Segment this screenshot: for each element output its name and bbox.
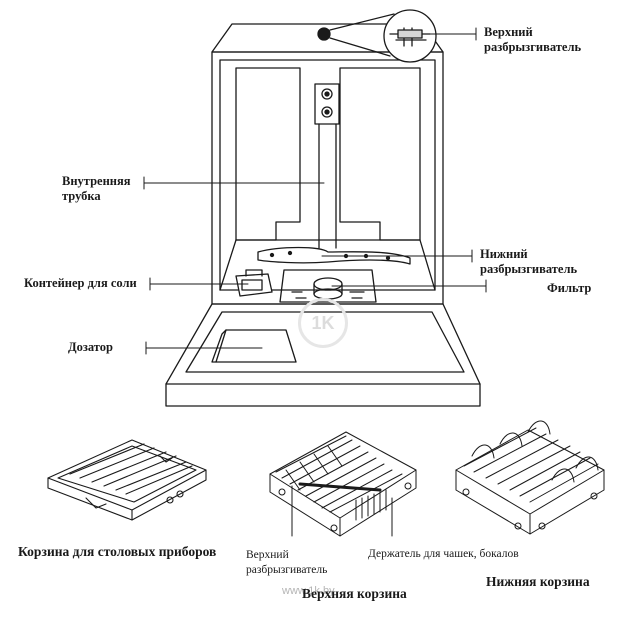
label-upper-sprayer-line1: Верхний [484, 25, 533, 39]
label-cup-holder: Держатель для чашек, бокалов [368, 548, 519, 560]
lower-basket-drawing [455, 420, 605, 535]
upper-sprayer [317, 9, 437, 63]
label-upper-sprayer-basket-line1: Верхний [246, 549, 289, 561]
door [165, 303, 481, 407]
label-upper-sprayer-basket-line2: разбрызгиватель [246, 564, 328, 576]
label-upper-sprayer-basket: Верхний разбрызгиватель [246, 548, 327, 578]
label-upper-sprayer: Верхний разбрызгиватель [484, 25, 581, 55]
dispenser [211, 329, 297, 363]
label-inner-tube: Внутренняя трубка [62, 174, 131, 204]
label-lower-basket: Нижняя корзина [486, 574, 590, 589]
watermark-text: www.1k.by [282, 585, 335, 597]
inner-tube [314, 83, 340, 249]
label-cutlery-basket: Корзина для столовых приборов [18, 544, 217, 559]
label-lower-sprayer-line2: разбрызгиватель [480, 262, 578, 276]
label-inner-tube-line2: трубка [62, 189, 101, 203]
label-inner-tube-line1: Внутренняя [62, 174, 131, 188]
label-filter: Фильтр [547, 281, 592, 295]
label-upper-basket: Верхняя корзина [302, 586, 407, 601]
label-dispenser: Дозатор [68, 340, 113, 354]
label-lower-sprayer-line1: Нижний [480, 247, 528, 261]
upper-basket-drawing [269, 431, 417, 537]
label-salt-container: Контейнер для соли [24, 276, 137, 290]
cutlery-basket-drawing [47, 439, 207, 521]
label-upper-sprayer-line2: разбрызгиватель [484, 40, 582, 54]
salt-container [235, 269, 273, 297]
leader-lines [143, 27, 487, 537]
watermark-badge: 1K [298, 298, 348, 348]
filter [279, 269, 377, 303]
label-lower-sprayer: Нижний разбрызгиватель [480, 247, 577, 277]
